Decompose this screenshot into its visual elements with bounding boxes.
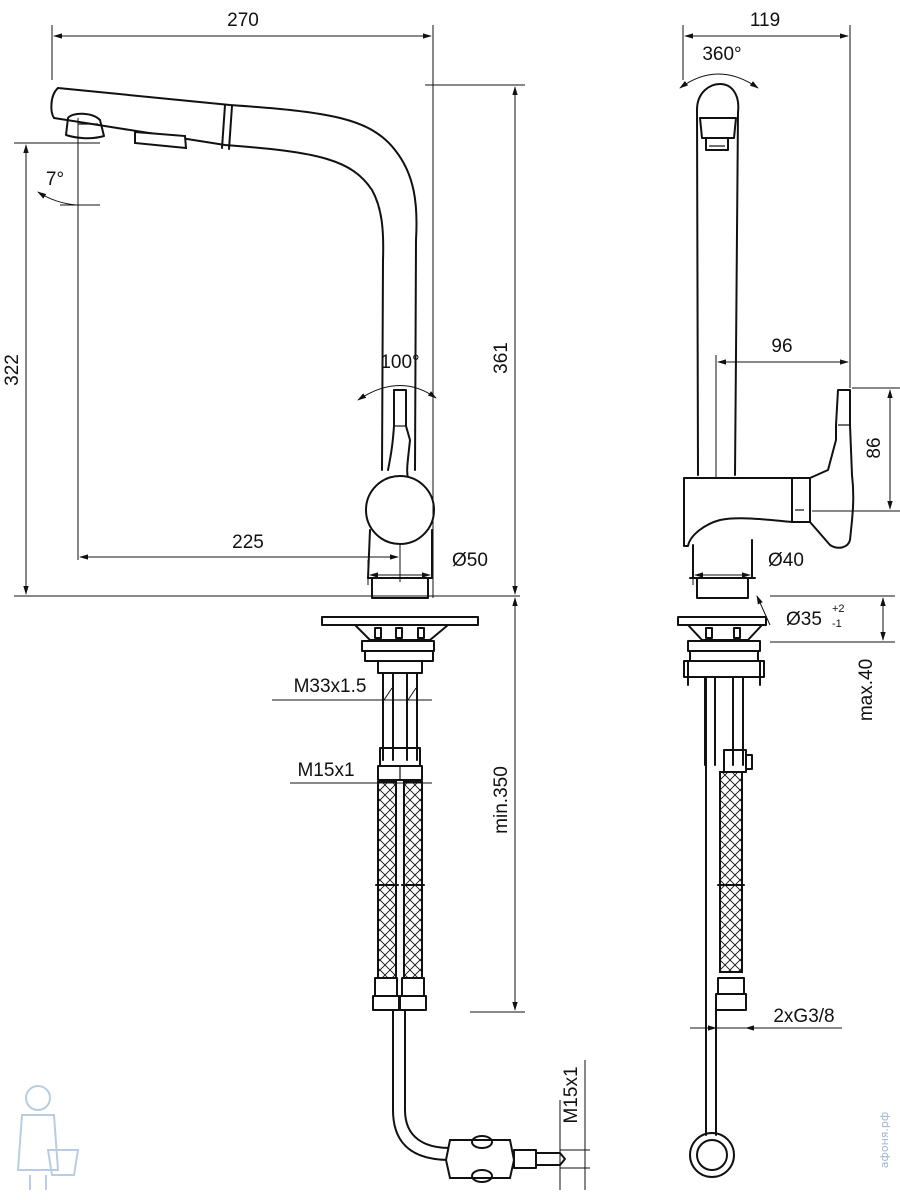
dim-base-diameter: Ø50	[452, 550, 488, 571]
front-mounting-set	[321, 616, 479, 781]
dim-thread-large: M33x1.5	[294, 676, 367, 697]
side-dimension-lines	[679, 25, 900, 1031]
dim-hose-length: min.350	[491, 766, 512, 834]
dim-connection: 2xG3/8	[773, 1006, 834, 1027]
dim-hole-diameter: Ø35	[786, 609, 822, 630]
dim-body-diameter: Ø40	[768, 550, 804, 571]
dim-spout-angle: 7°	[46, 169, 64, 190]
dim-rotation: 360°	[702, 44, 741, 65]
dim-hole-tol-minus: -1	[832, 618, 842, 630]
front-dimension-lines	[14, 25, 590, 1190]
watermark-logo	[16, 1085, 80, 1190]
dim-thread-small: M15x1	[297, 760, 354, 781]
front-view: 270 7° 322 361 100° 225 Ø50 M33x1.5 M15x…	[2, 10, 590, 1190]
dim-height-left: 322	[2, 354, 23, 386]
dim-width-side: 119	[750, 10, 780, 31]
front-faucet-body	[50, 87, 435, 599]
side-faucet-body	[683, 83, 855, 599]
side-view: 119 360° 96 86 Ø40 Ø35 +2 -1 max.40 2xG3…	[677, 10, 900, 1178]
dim-reach: 225	[232, 532, 264, 553]
side-mounting-set	[677, 616, 767, 773]
side-hoses	[689, 676, 747, 1178]
dim-hose-thread: M15x1	[561, 1066, 582, 1123]
watermark-text: афоня.рф	[878, 1112, 891, 1169]
front-braided-hoses	[372, 781, 566, 1183]
dim-lever-offset: 96	[771, 336, 792, 357]
dim-lever-angle: 100°	[380, 352, 419, 373]
dim-counter-thickness: max.40	[856, 659, 877, 721]
dim-hole-tol-plus: +2	[832, 603, 845, 615]
dim-height-right: 361	[491, 342, 512, 374]
dim-width-front: 270	[227, 10, 259, 31]
dim-lever-height: 86	[864, 437, 885, 458]
